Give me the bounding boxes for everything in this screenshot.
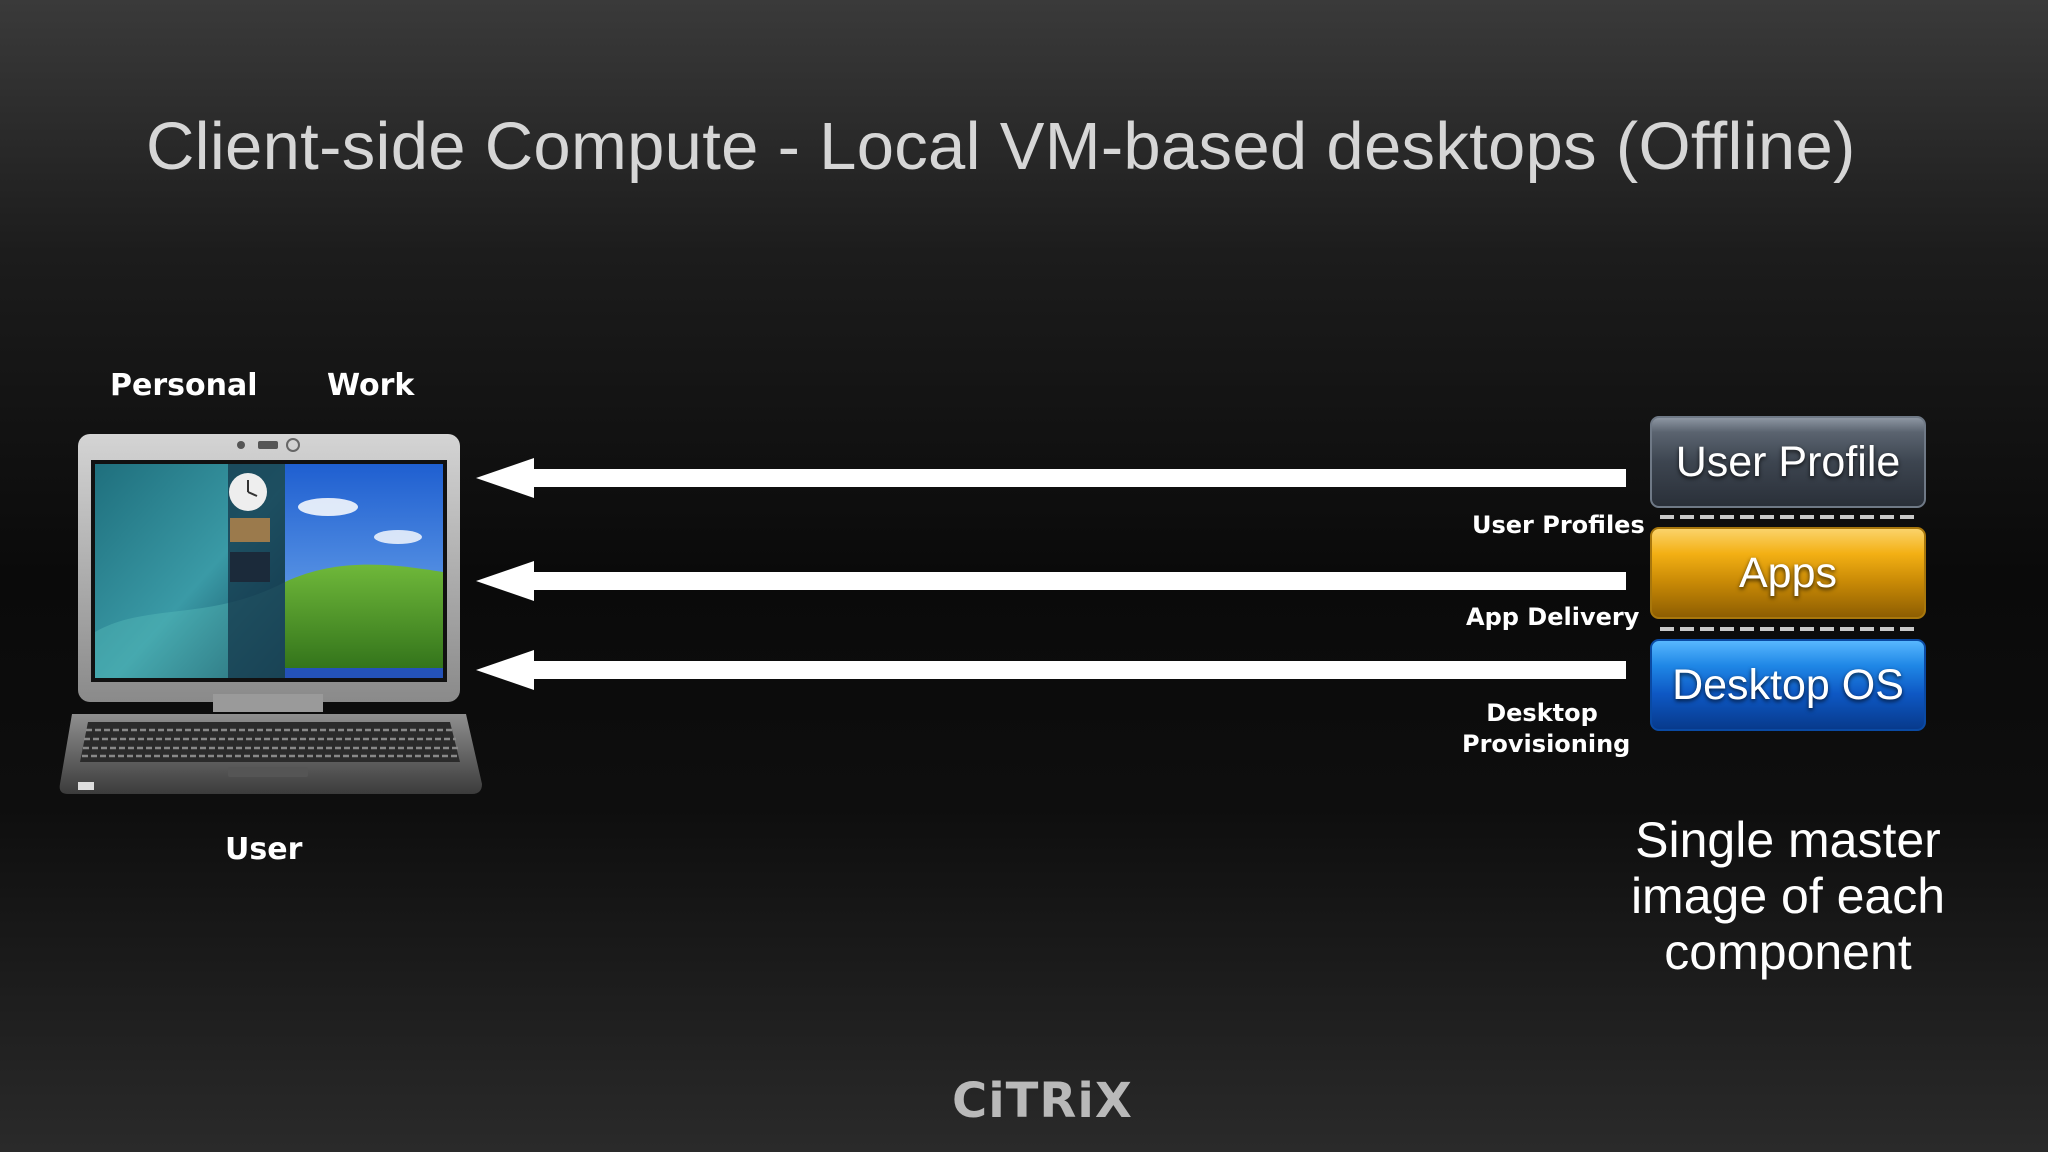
desktop-os-block: Desktop OS [1650,639,1926,731]
desktop-provisioning-line2: Provisioning [1462,730,1631,758]
laptop-keyboard-base [59,714,483,794]
desktop-provisioning-label: Desktop Provisioning [1462,698,1631,760]
personal-label: Personal [110,368,258,403]
desktop-provisioning-line1: Desktop [1486,699,1598,727]
app-delivery-label: App Delivery [1466,603,1640,631]
apps-block-label: Apps [1738,548,1837,597]
note-line2: image of each [1630,868,1946,924]
user-profile-block-label: User Profile [1675,437,1901,486]
slide-title: Client-side Compute - Local VM-based des… [146,109,1856,184]
note-line1: Single master [1635,812,1941,868]
citrix-logo: CiTRiX [952,1073,1133,1129]
user-profiles-arrow [476,458,1626,498]
note-line3: component [1664,924,1912,980]
user-profile-block: User Profile [1650,416,1926,508]
user-label: User [225,832,303,867]
app-delivery-arrow [476,561,1626,601]
work-label: Work [327,368,415,403]
desktop-provisioning-arrow [476,650,1626,690]
apps-block: Apps [1650,527,1926,619]
work-screen [285,464,443,678]
personal-screen [95,464,285,678]
layer-divider [1660,627,1916,631]
desktop-os-block-label: Desktop OS [1672,660,1904,709]
master-image-note: Single master image of each component [1606,812,1970,980]
user-profiles-label: User Profiles [1472,511,1645,539]
laptop-illustration [59,434,483,794]
layer-divider [1660,515,1916,519]
